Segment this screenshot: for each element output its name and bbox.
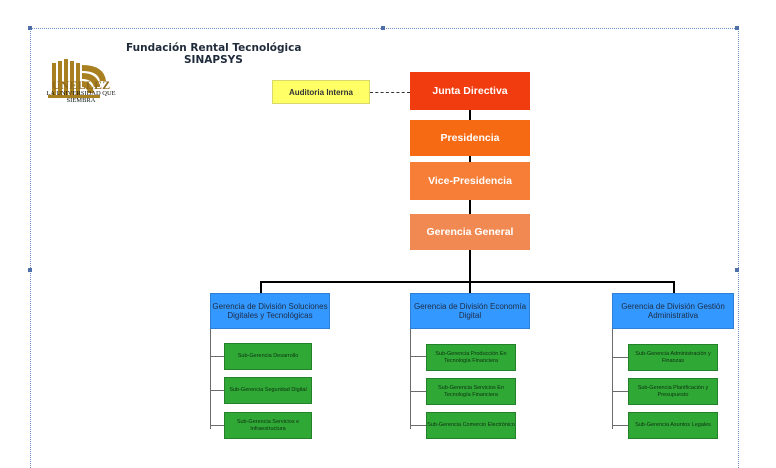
audit-box[interactable]: Auditoria Interna <box>272 80 370 104</box>
connector-line <box>260 281 674 283</box>
sub-connector <box>410 391 426 392</box>
university-logo-icon <box>48 59 106 98</box>
vice-presidency-box[interactable]: Vice-Presidencia <box>410 162 530 200</box>
sub-management-box[interactable]: Sub-Gerencia Asuntos Legales <box>628 412 718 439</box>
sub-management-box[interactable]: Sub-Gerencia Administración y Finanzas <box>628 344 718 371</box>
system-name: SINAPSYS <box>184 54 243 66</box>
sub-connector <box>210 425 224 426</box>
sub-management-box[interactable]: Sub-Gerencia Comercio Electrónico <box>426 412 516 439</box>
company-name: Fundación Rental Tecnológica <box>126 42 302 54</box>
connector-line <box>260 281 262 293</box>
sub-management-box[interactable]: Sub-Gerencia Planificación y Presupuesto <box>628 378 718 405</box>
sub-management-box[interactable]: Sub-Gerencia Servicios e Infraestructura <box>224 412 312 439</box>
division-box[interactable]: Gerencia de División Economía Digital <box>410 293 530 329</box>
connector-line <box>469 156 471 162</box>
division-box[interactable]: Gerencia de División Soluciones Digitale… <box>210 293 330 329</box>
sub-connector <box>410 329 411 429</box>
company-title: Fundación Rental Tecnológica SINAPSYS <box>126 42 326 66</box>
connector-line <box>469 250 471 282</box>
page-frame <box>30 28 739 468</box>
sub-connector <box>210 329 211 429</box>
sub-connector <box>410 356 426 357</box>
sub-management-box[interactable]: Sub-Gerencia Producción En Tecnología Fi… <box>426 344 516 371</box>
resize-handle[interactable] <box>381 26 385 30</box>
sub-connector <box>612 425 628 426</box>
resize-handle[interactable] <box>735 268 739 272</box>
connector-line <box>469 110 471 120</box>
sub-management-box[interactable]: Sub-Gerencia Servicios En Tecnología Fin… <box>426 378 516 405</box>
sub-connector <box>612 391 628 392</box>
sub-connector <box>410 425 426 426</box>
sub-management-box[interactable]: Sub-Gerencia Seguridad Digital <box>224 377 312 404</box>
resize-handle[interactable] <box>28 268 32 272</box>
sub-connector <box>612 329 613 429</box>
connector-line <box>469 281 471 293</box>
resize-handle[interactable] <box>28 26 32 30</box>
sub-connector <box>210 390 224 391</box>
board-box[interactable]: Junta Directiva <box>410 72 530 110</box>
sub-management-box[interactable]: Sub-Gerencia Desarrollo <box>224 343 312 370</box>
division-box[interactable]: Gerencia de División Gestión Administrat… <box>612 293 734 329</box>
connector-line <box>469 200 471 214</box>
dashed-connector <box>370 92 410 93</box>
logo-acronym: UNELLEZ <box>51 78 111 92</box>
sub-connector <box>612 357 628 358</box>
resize-handle[interactable] <box>735 26 739 30</box>
general-management-box[interactable]: Gerencia General <box>410 214 530 250</box>
logo-tagline: LA UNIVERSIDAD QUE SIEMBRA <box>46 90 116 104</box>
presidency-box[interactable]: Presidencia <box>410 120 530 156</box>
sub-connector <box>210 356 224 357</box>
connector-line <box>673 281 675 293</box>
